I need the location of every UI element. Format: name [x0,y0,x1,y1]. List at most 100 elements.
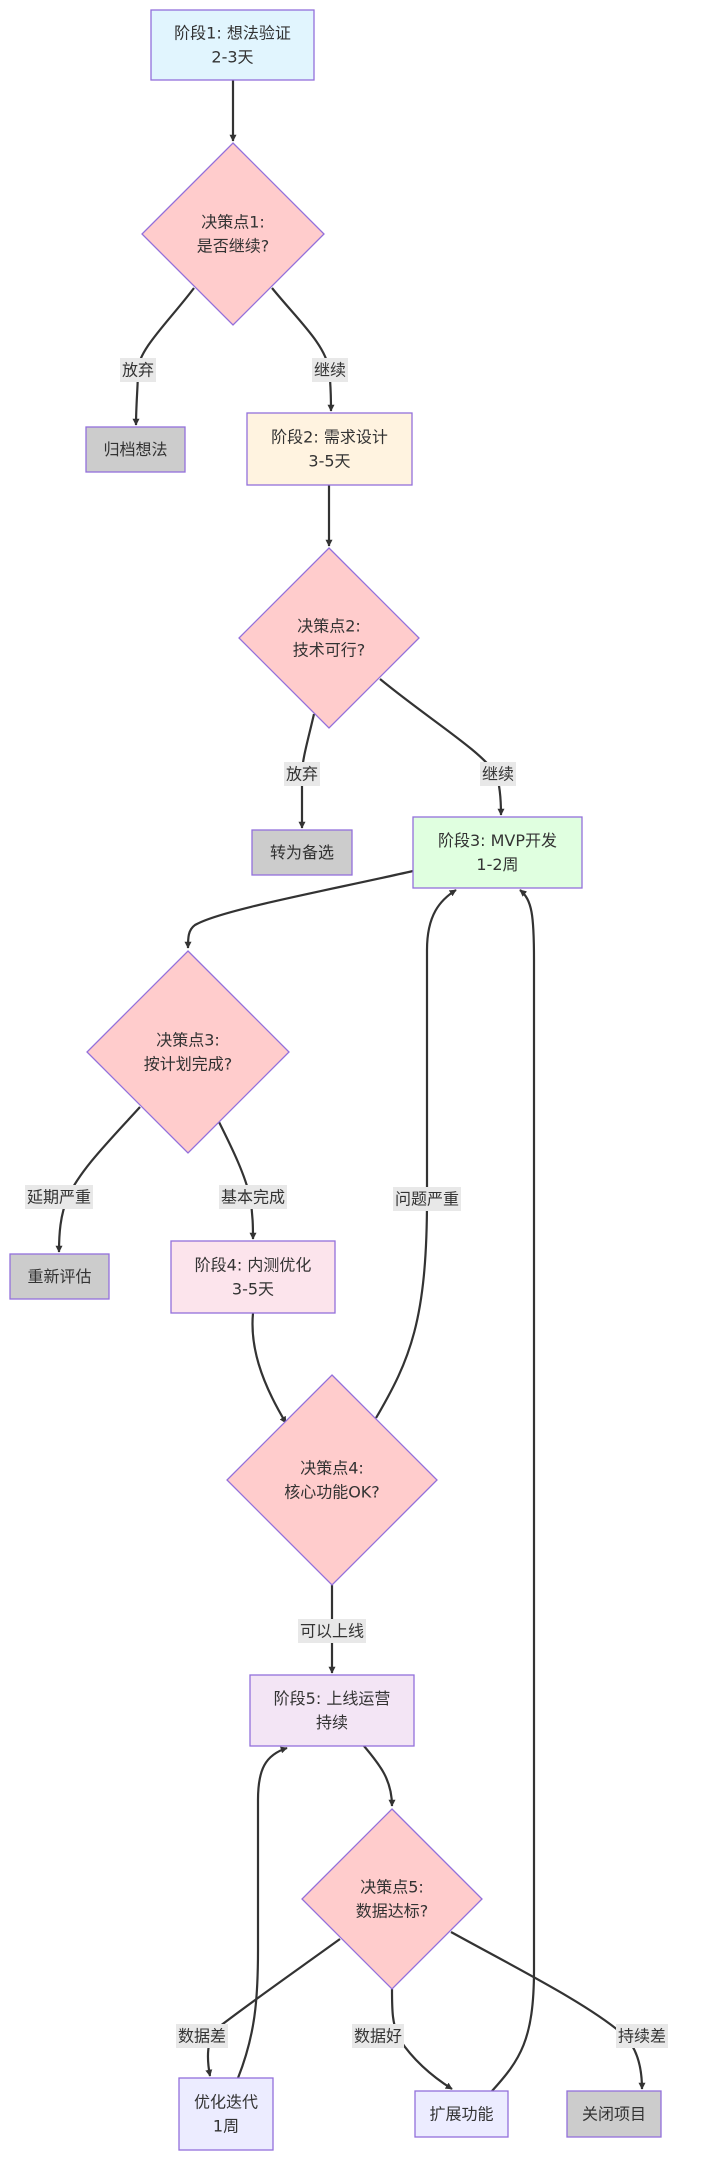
node-box [9,1253,110,1300]
edge-label-background [219,1185,287,1209]
edge-label-background [176,2024,228,2048]
node-label-line: 决策点2: [297,617,361,636]
node-d1-decision[interactable]: 决策点1: 是否继续? [141,142,325,326]
node-s3-stage[interactable]: 阶段3: MVP开发 1-2周 [412,816,583,889]
node-s1-stage[interactable]: 阶段1: 想法验证 2-3天 [150,9,315,81]
edge-d3-to-a3 [55,1106,141,1253]
node-label-line: 决策点5: [360,1878,424,1897]
edge-o1-to-s5 [236,1746,288,2079]
node-o1-stage[interactable]: 优化迭代 1周 [178,2077,274,2151]
node-label-line: 阶段3: MVP开发 [438,831,557,850]
node-label-line: 归档想法 [103,440,167,459]
node-label-line: 转为备选 [270,843,334,862]
edge-label: 持续差 [616,2024,668,2048]
node-box [249,1674,415,1747]
edge-o2-to-s3 [491,889,536,2092]
edge-label-text: 基本完成 [221,1188,285,1207]
edge-d5-to-o1 [205,1938,341,2077]
node-box [566,2090,662,2138]
edge-label-background [352,2024,404,2048]
decision-diamond [226,1374,438,1586]
edge-label-background [312,358,348,382]
edge-s5-to-d5 [363,1745,396,1807]
edge-label: 继续 [312,358,348,382]
node-s4-stage[interactable]: 阶段4: 内测优化 3-5天 [170,1240,336,1314]
node-label-line: 决策点4: [300,1459,364,1478]
edge-label-background [284,762,320,786]
edge-label-text: 问题严重 [395,1190,459,1209]
edge-label: 可以上线 [298,1619,366,1643]
node-label-line: 重新评估 [27,1267,91,1286]
edge-label-text: 放弃 [286,765,318,784]
node-a4-terminal[interactable]: 关闭项目 [566,2090,662,2138]
node-o2-stage[interactable]: 扩展功能 [414,2090,509,2138]
node-d2-decision[interactable]: 决策点2: 技术可行? [238,547,420,729]
node-label-line: 技术可行? [293,641,366,660]
node-a1-terminal[interactable]: 归档想法 [85,426,186,473]
node-label-line: 1-2周 [476,855,518,874]
node-label-line: 持续 [316,1713,348,1732]
edge-label: 放弃 [120,358,156,382]
node-label-line: 3-5天 [232,1280,274,1299]
node-box [85,426,186,473]
edge-label-text: 继续 [482,765,514,784]
node-label-line: 是否继续? [197,237,270,256]
decision-diamond [301,1808,483,1990]
node-label-line: 优化迭代 [194,2093,258,2112]
edge-label-text: 数据好 [354,2027,402,2046]
node-box [170,1240,336,1314]
edge-label: 延期严重 [25,1185,93,1209]
node-label-line: 阶段1: 想法验证 [174,24,291,43]
node-box [251,829,353,876]
edge-label-text: 放弃 [122,361,154,380]
edge-label-text: 可以上线 [300,1622,364,1641]
edge-label-text: 继续 [314,361,346,380]
edge-label-background [480,762,516,786]
node-a3-terminal[interactable]: 重新评估 [9,1253,110,1300]
edge-d4-to-s3 [375,889,457,1419]
node-box [150,9,315,81]
node-d5-decision[interactable]: 决策点5: 数据达标? [301,1808,483,1990]
edge-d2-to-s3 [379,678,505,816]
node-label-line: 数据达标? [356,1902,429,1921]
edge-label: 数据差 [176,2024,228,2048]
edge-label: 基本完成 [219,1185,287,1209]
decision-diamond [86,950,290,1154]
node-label-line: 阶段2: 需求设计 [271,428,388,447]
edge-label-text: 数据差 [178,2027,226,2046]
node-label-line: 1周 [213,2117,239,2136]
node-s2-stage[interactable]: 阶段2: 需求设计 3-5天 [246,412,413,486]
edge-d5-to-a4 [450,1931,646,2090]
edge-label-background [616,2024,668,2048]
edge-label-background [393,1187,461,1211]
node-d3-decision[interactable]: 决策点3:按计划完成? [86,950,290,1154]
edge-label-text: 持续差 [618,2027,666,2046]
node-label-line: 阶段5: 上线运营 [274,1689,391,1708]
node-label-line: 决策点3: [156,1031,220,1050]
edge-d1-to-a1 [132,287,195,426]
edge-d3-to-s4 [218,1121,257,1240]
edge-label: 继续 [480,762,516,786]
edge-label-background [25,1185,93,1209]
node-box [246,412,413,486]
node-label-line: 关闭项目 [582,2105,646,2124]
node-label-line: 扩展功能 [429,2105,493,2124]
decision-diamond [141,142,325,326]
node-a2-terminal[interactable]: 转为备选 [251,829,353,876]
node-label-line: 2-3天 [211,48,253,67]
edge-label-background [298,1619,366,1643]
edge-s3-to-d3 [184,869,414,949]
edge-label-text: 延期严重 [27,1188,91,1207]
edge-s4-to-d4 [251,1312,287,1424]
node-label-line: 3-5天 [308,452,350,471]
node-d4-decision[interactable]: 决策点4:核心功能OK? [226,1374,438,1586]
edge-label-background [120,358,156,382]
node-box [178,2077,274,2151]
node-label-line: 阶段4: 内测优化 [195,1256,312,1275]
node-box [414,2090,509,2138]
node-label-line: 决策点1: [201,213,265,232]
edge-d1-to-s2 [271,287,335,412]
